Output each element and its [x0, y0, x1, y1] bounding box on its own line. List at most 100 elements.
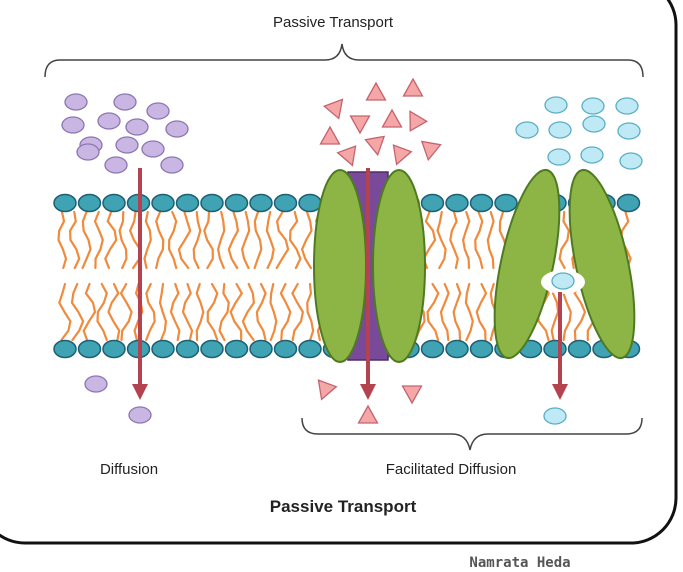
lipid-tail: [218, 282, 230, 342]
lipid-tail: [82, 282, 97, 342]
purple-molecule: [115, 136, 139, 154]
blue-molecule: [547, 148, 571, 166]
bottom-brace: [301, 417, 643, 451]
blue-molecule: [544, 96, 568, 114]
lipid-tail: [436, 210, 447, 270]
lipid-tail: [291, 282, 305, 342]
phospholipid-head: [273, 339, 298, 359]
lipid-tail: [57, 210, 68, 270]
carrier-protein: [493, 168, 636, 360]
purple-molecule: [128, 406, 152, 424]
phospholipid-head: [445, 339, 469, 359]
lipid-tail: [449, 210, 459, 270]
channel-subunit-right: [372, 169, 426, 363]
purple-molecule: [146, 102, 170, 120]
phospholipid-head: [77, 193, 102, 213]
author-credit: Namrata Heda: [469, 555, 570, 571]
pink-molecule: [322, 98, 344, 120]
purple-molecule: [84, 375, 108, 393]
pink-molecule: [402, 77, 424, 97]
lipid-tail: [81, 210, 92, 270]
phospholipid-head: [175, 339, 200, 359]
purple-molecule: [113, 93, 137, 111]
lipid-tail: [177, 210, 192, 270]
lipid-tail: [206, 282, 219, 342]
purple-molecule: [125, 118, 149, 136]
lipid-tail: [169, 282, 181, 342]
phospholipid-head: [249, 339, 273, 359]
lipid-tail: [145, 282, 156, 342]
lipid-tail: [475, 282, 488, 342]
carrier-subunit-left: [493, 168, 561, 360]
lipid-tail: [300, 210, 313, 270]
phospholipid-head: [151, 193, 175, 213]
phospholipid-head: [567, 339, 592, 359]
phospholipid-head: [77, 339, 102, 359]
carrier-subunit-right: [568, 168, 636, 360]
blue-molecule: [617, 122, 641, 140]
lipid-tail: [426, 282, 440, 342]
blue-molecule: [551, 272, 575, 290]
phospholipid-head: [53, 193, 77, 213]
lipid-tail: [155, 210, 165, 270]
lipid-tail: [192, 210, 202, 270]
pink-molecule: [392, 144, 413, 166]
lipid-tail: [203, 210, 214, 270]
phospholipid-head: [53, 339, 77, 359]
lipid-tail: [143, 210, 152, 270]
channel-subunit-left: [313, 169, 367, 363]
phospholipid-head: [249, 193, 273, 213]
phospholipid-head: [200, 193, 224, 213]
lipid-tail: [181, 282, 194, 342]
lipid-tail: [464, 282, 474, 342]
lipid-tail: [241, 282, 256, 342]
lipid-tail: [133, 282, 144, 342]
phospholipid-head: [494, 193, 518, 213]
blue-molecule: [581, 97, 605, 115]
blue-molecule: [615, 97, 639, 115]
lipid-tail: [288, 210, 302, 270]
phospholipid-head: [543, 339, 567, 359]
pink-molecule: [317, 379, 338, 401]
pink-molecule: [357, 404, 379, 424]
blue-molecule: [619, 152, 643, 170]
phospholipid-head: [445, 193, 469, 213]
blue-molecule: [543, 407, 567, 425]
phospholipid-head: [616, 193, 641, 213]
lipid-tail: [104, 210, 118, 270]
blue-molecule: [548, 121, 572, 139]
diffusing-molecules: [61, 93, 189, 424]
lipid-tail: [306, 282, 315, 342]
phospholipid-head: [469, 193, 494, 213]
lipid-tail: [486, 210, 495, 270]
blue-molecule: [582, 115, 606, 133]
phospholipid-head: [469, 339, 494, 359]
phospholipid-head: [298, 193, 322, 213]
purple-molecule: [160, 156, 184, 174]
facilitated-diffusion-label: Facilitated Diffusion: [386, 461, 517, 478]
lipid-tail: [558, 210, 570, 270]
phospholipid-head: [273, 193, 298, 213]
lipid-tail: [461, 210, 471, 270]
lipid-tail: [167, 210, 178, 270]
channel-solutes: [317, 77, 442, 424]
phospholipid-head: [420, 339, 445, 359]
main-title: Passive Transport: [270, 497, 417, 516]
lipid-tail: [68, 210, 81, 270]
diffusion-label: Diffusion: [100, 461, 158, 478]
purple-molecule: [97, 112, 121, 130]
purple-molecule: [165, 120, 189, 138]
top-brace: [44, 43, 644, 78]
lipid-tail: [265, 210, 275, 270]
lipid-tail: [119, 282, 133, 342]
lipid-tail: [279, 282, 292, 342]
lipid-tail: [269, 282, 278, 342]
lipid-tail: [58, 282, 72, 342]
phospholipid-head: [224, 339, 249, 359]
lipid-tail: [158, 282, 168, 342]
pink-molecule: [349, 115, 371, 135]
lipid-tail: [229, 282, 244, 342]
pink-molecule: [420, 140, 442, 162]
phospholipid-head: [420, 193, 445, 213]
